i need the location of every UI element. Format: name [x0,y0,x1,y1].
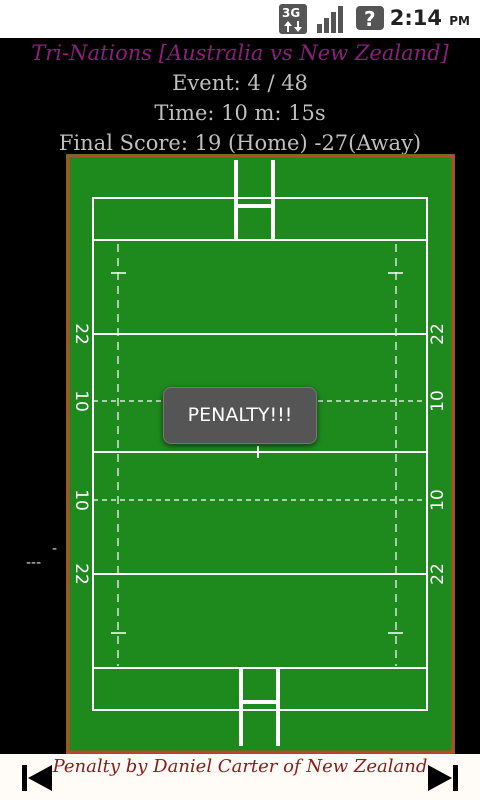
signal-strength-icon [317,6,343,33]
side-dash-mark: - [52,541,58,557]
event-footer: Penalty by Daniel Carter of New Zealand [0,754,480,800]
rugby-field: 22 10 10 22 22 10 10 22 [66,154,455,754]
clock-time: 2:14 [389,6,442,30]
field-pitch [66,154,455,754]
penalty-toast: PENALTY!!! [163,387,317,444]
status-bar: 3G ? 2:14 PM [0,0,480,38]
match-title: Tri-Nations [Australia vs New Zealand] [31,41,449,65]
label-right-10-bottom: 10 [428,489,448,511]
event-caption: Penalty by Daniel Carter of New Zealand [52,756,428,777]
label-left-22-bottom: 22 [71,563,91,585]
network-3g-icon: 3G [279,4,307,34]
pitch-boundary-line [92,197,428,711]
skip-next-icon[interactable] [426,763,460,793]
side-triple-dash-mark: --- [26,555,42,571]
status-time: 2:14 PM [390,6,470,30]
label-right-22-bottom: 22 [428,563,448,585]
match-header: Tri-Nations [Australia vs New Zealand] E… [0,38,480,158]
svg-text:?: ? [364,7,376,31]
clock-ampm: PM [449,14,470,28]
skip-previous-icon[interactable] [20,763,54,793]
event-counter: Event: 4 / 48 [172,71,308,95]
final-score: Final Score: 19 (Home) -27(Away) [58,131,422,155]
label-left-10-bottom: 10 [71,489,91,511]
label-left-22-top: 22 [71,323,91,345]
label-left-10-top: 10 [71,390,91,412]
match-time: Time: 10 m: 15s [154,101,326,125]
network-type-label: 3G [282,6,300,20]
label-right-10-top: 10 [428,390,448,412]
unknown-notification-icon: ? [356,6,384,31]
goal-posts-bottom [239,668,280,746]
label-right-22-top: 22 [428,323,448,345]
goal-posts-top [234,160,275,240]
